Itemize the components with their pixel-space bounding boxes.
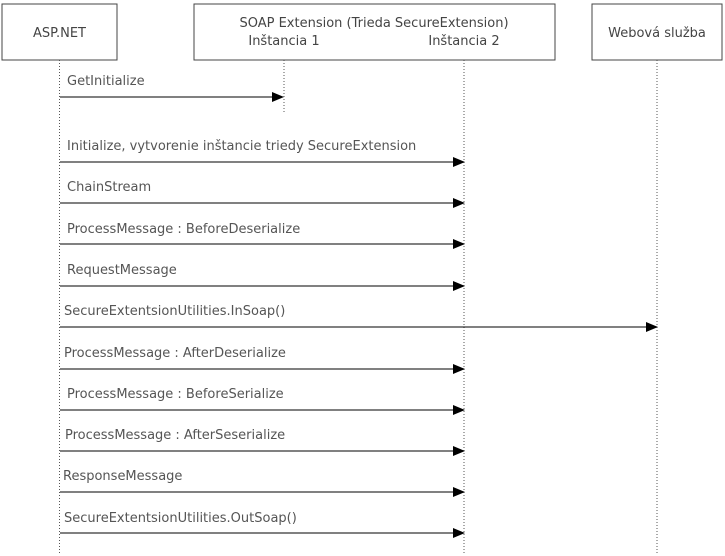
participant-instance-1-label: Inštancia 1 xyxy=(248,34,319,49)
message-arrowhead xyxy=(453,487,465,497)
message-get-initialize: GetInitialize xyxy=(60,74,284,102)
participant-aspnet-label: ASP.NET xyxy=(33,26,86,41)
message-label: ResponseMessage xyxy=(63,469,182,484)
message-label: SecureExtentsionUtilities.OutSoap() xyxy=(64,511,297,526)
message-arrowhead xyxy=(453,239,465,249)
message-label: ProcessMessage : AfterSeserialize xyxy=(65,428,285,443)
message-label: ChainStream xyxy=(67,180,151,195)
message-label: RequestMessage xyxy=(67,263,177,278)
message-response-message: ResponseMessage xyxy=(60,469,465,497)
message-after-deserialize: ProcessMessage : AfterDeserialize xyxy=(60,346,465,374)
participant-webservice-label: Webová služba xyxy=(608,26,706,41)
participant-instance-2-label: Inštancia 2 xyxy=(428,34,499,49)
message-before-serialize: ProcessMessage : BeforeSerialize xyxy=(60,387,465,415)
message-label: GetInitialize xyxy=(67,74,145,89)
message-in-soap: SecureExtentsionUtilities.InSoap() xyxy=(60,304,658,332)
message-label: ProcessMessage : BeforeDeserialize xyxy=(67,222,300,237)
message-chain-stream: ChainStream xyxy=(60,180,465,208)
message-out-soap: SecureExtentsionUtilities.OutSoap() xyxy=(60,511,465,538)
message-label: Initialize, vytvorenie inštancie triedy … xyxy=(67,139,416,154)
message-label: ProcessMessage : AfterDeserialize xyxy=(64,346,286,361)
message-arrowhead xyxy=(453,528,465,538)
message-arrowhead xyxy=(453,446,465,456)
message-request-message: RequestMessage xyxy=(60,263,465,291)
message-after-serialize: ProcessMessage : AfterSeserialize xyxy=(60,428,465,456)
message-arrowhead xyxy=(453,405,465,415)
message-before-deserialize: ProcessMessage : BeforeDeserialize xyxy=(60,222,465,249)
message-label: SecureExtentsionUtilities.InSoap() xyxy=(64,304,285,319)
message-arrowhead xyxy=(453,198,465,208)
participant-webservice-box xyxy=(591,3,723,61)
message-initialize: Initialize, vytvorenie inštancie triedy … xyxy=(60,139,465,167)
message-arrowhead xyxy=(453,157,465,167)
message-arrowhead xyxy=(646,322,658,332)
message-arrowhead xyxy=(453,281,465,291)
message-arrowhead xyxy=(272,92,284,102)
message-label: ProcessMessage : BeforeSerialize xyxy=(67,387,284,402)
participant-soap-extension-title: SOAP Extension (Trieda SecureExtension) xyxy=(239,16,508,31)
message-arrowhead xyxy=(453,364,465,374)
participant-aspnet-box xyxy=(1,3,118,61)
participant-soap-extension-box xyxy=(193,3,556,61)
